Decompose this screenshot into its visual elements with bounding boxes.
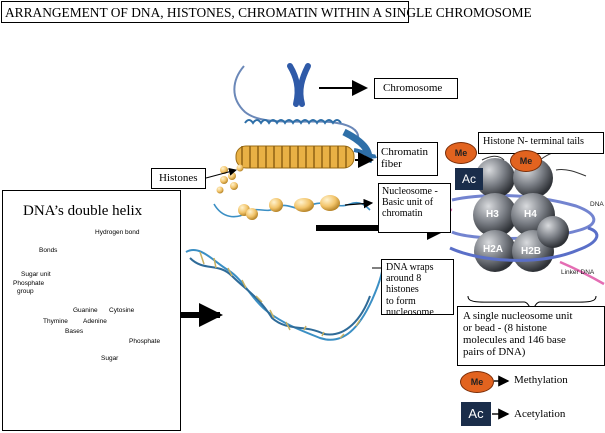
wraps-label-line3: to form bbox=[386, 295, 416, 307]
histone-h4-label: H4 bbox=[524, 209, 537, 220]
nucleosome-unit-label: A single nucleosome unit or bead - (8 hi… bbox=[457, 306, 605, 366]
histone-h2b-label: H2B bbox=[521, 246, 542, 257]
chromosome-label: Chromosome bbox=[374, 78, 458, 99]
bonds-label: Bonds bbox=[39, 247, 58, 254]
histone-tails-label: Histone N- terminal tails bbox=[478, 132, 604, 154]
nucleosome-label-line2: Basic unit of bbox=[382, 197, 434, 209]
methylation-legend-text: Methylation bbox=[514, 374, 568, 386]
dna-helix-strand bbox=[185, 249, 384, 341]
cytosine-label: Cytosine bbox=[109, 307, 135, 314]
histones-label: Histones bbox=[151, 168, 206, 189]
phosphate-label: Phosphate bbox=[129, 338, 161, 345]
free-histones bbox=[216, 164, 244, 194]
sugar-label: Sugar bbox=[101, 355, 119, 362]
chromatin-fiber-label: Chromatin fiber bbox=[377, 142, 438, 176]
linker-dna-label: Linker DNA bbox=[561, 269, 595, 276]
chromatin-label-line2: fiber bbox=[381, 158, 402, 171]
wraps-label-line2: around 8 histones bbox=[386, 273, 422, 296]
acetylation-legend-text: Acetylation bbox=[514, 408, 566, 420]
chromatin-label-line1: Chromatin bbox=[381, 146, 429, 158]
thymine-label: Thymine bbox=[43, 318, 68, 325]
acetyl-mark: Ac bbox=[455, 168, 483, 190]
chromosome-icon bbox=[287, 63, 311, 107]
page-title: ARRANGEMENT OF DNA, HISTONES, CHROMATIN … bbox=[1, 1, 532, 23]
methyl-mark-1: Me bbox=[445, 142, 477, 164]
wraps-label-line1: DNA wraps bbox=[386, 262, 434, 273]
dna-wraps-label: DNA wraps around 8 histones to form nucl… bbox=[381, 259, 454, 318]
nucleosome-label: Nucleosome - Basic unit of chromatin bbox=[378, 183, 451, 233]
double-helix-title: DNA’s double helix bbox=[23, 203, 143, 219]
unit-label-line3: molecules and 146 base bbox=[463, 334, 566, 347]
beads-on-string bbox=[213, 195, 371, 220]
histone-h2a-label: H2A bbox=[483, 244, 504, 255]
acetylation-legend-icon: Ac bbox=[461, 402, 491, 426]
sugar-unit-label: Sugar unit bbox=[21, 271, 51, 278]
nucleosome-model bbox=[427, 143, 605, 286]
histone-h3-label: H3 bbox=[486, 209, 499, 220]
phosphate-group-label-1: Phosphate bbox=[13, 280, 45, 287]
nucleosome-label-line3: chromatin bbox=[382, 208, 423, 220]
methylation-legend-icon: Me bbox=[460, 371, 494, 393]
histones-arrow bbox=[205, 167, 237, 179]
unit-label-line2: or bead - (8 histone bbox=[463, 322, 547, 335]
nucleosome-small-arrow bbox=[344, 198, 374, 209]
double-helix-panel: DNA’s double helix Hydrogen bond Bonds S… bbox=[2, 190, 181, 431]
methyl-mark-2: Me bbox=[510, 150, 542, 172]
adenine-label: Adenine bbox=[83, 318, 107, 325]
wraps-label-line4: nucleosome bbox=[386, 306, 434, 318]
bases-label: Bases bbox=[65, 328, 84, 335]
unit-label-line1: A single nucleosome unit bbox=[463, 310, 573, 322]
nucleosome-label-line1: Nucleosome - bbox=[382, 186, 438, 197]
phosphate-group-label-2: group bbox=[17, 288, 34, 295]
dna-small-label: DNA bbox=[590, 201, 604, 208]
hydrogen-bond-label: Hydrogen bond bbox=[95, 229, 140, 236]
guanine-label: Guanine bbox=[73, 307, 98, 314]
unit-label-line4: pairs of DNA) bbox=[463, 346, 526, 359]
chromatin-fiber-coil bbox=[235, 145, 377, 169]
